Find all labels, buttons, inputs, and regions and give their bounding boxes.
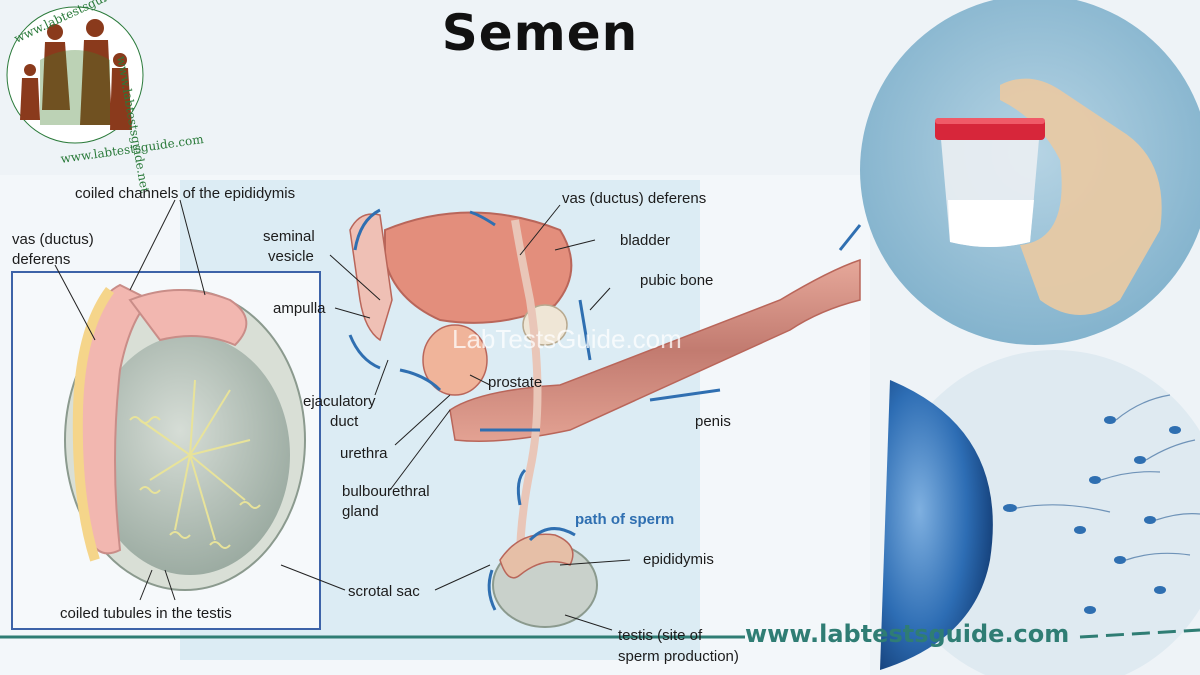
leader-lines — [54, 199, 631, 631]
label-path-of-sperm: path of sperm — [575, 511, 675, 528]
sperm-path-arrows — [348, 208, 862, 611]
label-ampulla: ampulla — [273, 300, 326, 317]
epididymis-shape — [499, 533, 574, 579]
label-epididymis: epididymis — [643, 551, 714, 568]
website-url: www.labtestsguide.com — [745, 620, 1070, 648]
prostate-shape — [422, 324, 488, 396]
watermark-text: LabTestsGuide.com — [452, 324, 682, 354]
label-seminal-line2: vesicle — [268, 248, 314, 265]
label-pubic-bone: pubic bone — [640, 272, 714, 289]
label-prostate: prostate — [488, 374, 543, 391]
label-ejaculatory-line1: ejaculatory — [303, 393, 376, 410]
label-scrotal-sac: scrotal sac — [348, 583, 420, 600]
label-coiled-tubules: coiled tubules in the testis — [60, 605, 232, 622]
label-bulbourethral-line2: gland — [342, 503, 379, 520]
label-vas-left-line2: deferens — [12, 251, 71, 268]
testis-cross-section — [11, 271, 321, 630]
label-ejaculatory-line2: duct — [330, 413, 359, 430]
label-vas-left-line1: vas (ductus) — [12, 231, 94, 248]
label-vas-top: vas (ductus) deferens — [562, 190, 707, 207]
labtestsguide-logo — [6, 6, 144, 144]
label-penis: penis — [695, 413, 731, 430]
label-bulbourethral-line1: bulbourethral — [342, 483, 430, 500]
penis-shape — [449, 258, 861, 442]
reproductive-anatomy — [349, 211, 861, 628]
label-testis-line2: sperm production) — [618, 648, 739, 665]
label-testis-line1: testis (site of — [618, 627, 703, 644]
label-coiled-channels: coiled channels of the epididymis — [75, 185, 296, 202]
vas-deferens-path — [511, 219, 542, 561]
label-seminal-line1: seminal — [263, 228, 315, 245]
label-bladder: bladder — [620, 232, 671, 249]
label-urethra: urethra — [340, 445, 388, 462]
bladder-shape — [384, 211, 573, 324]
seminal-vesicle-shape — [349, 213, 393, 342]
egg-and-sperm-photo — [880, 350, 1200, 675]
sample-cup-photo — [860, 0, 1200, 345]
page-title: Semen — [441, 4, 639, 62]
footer-rule-dashed — [1079, 628, 1200, 639]
